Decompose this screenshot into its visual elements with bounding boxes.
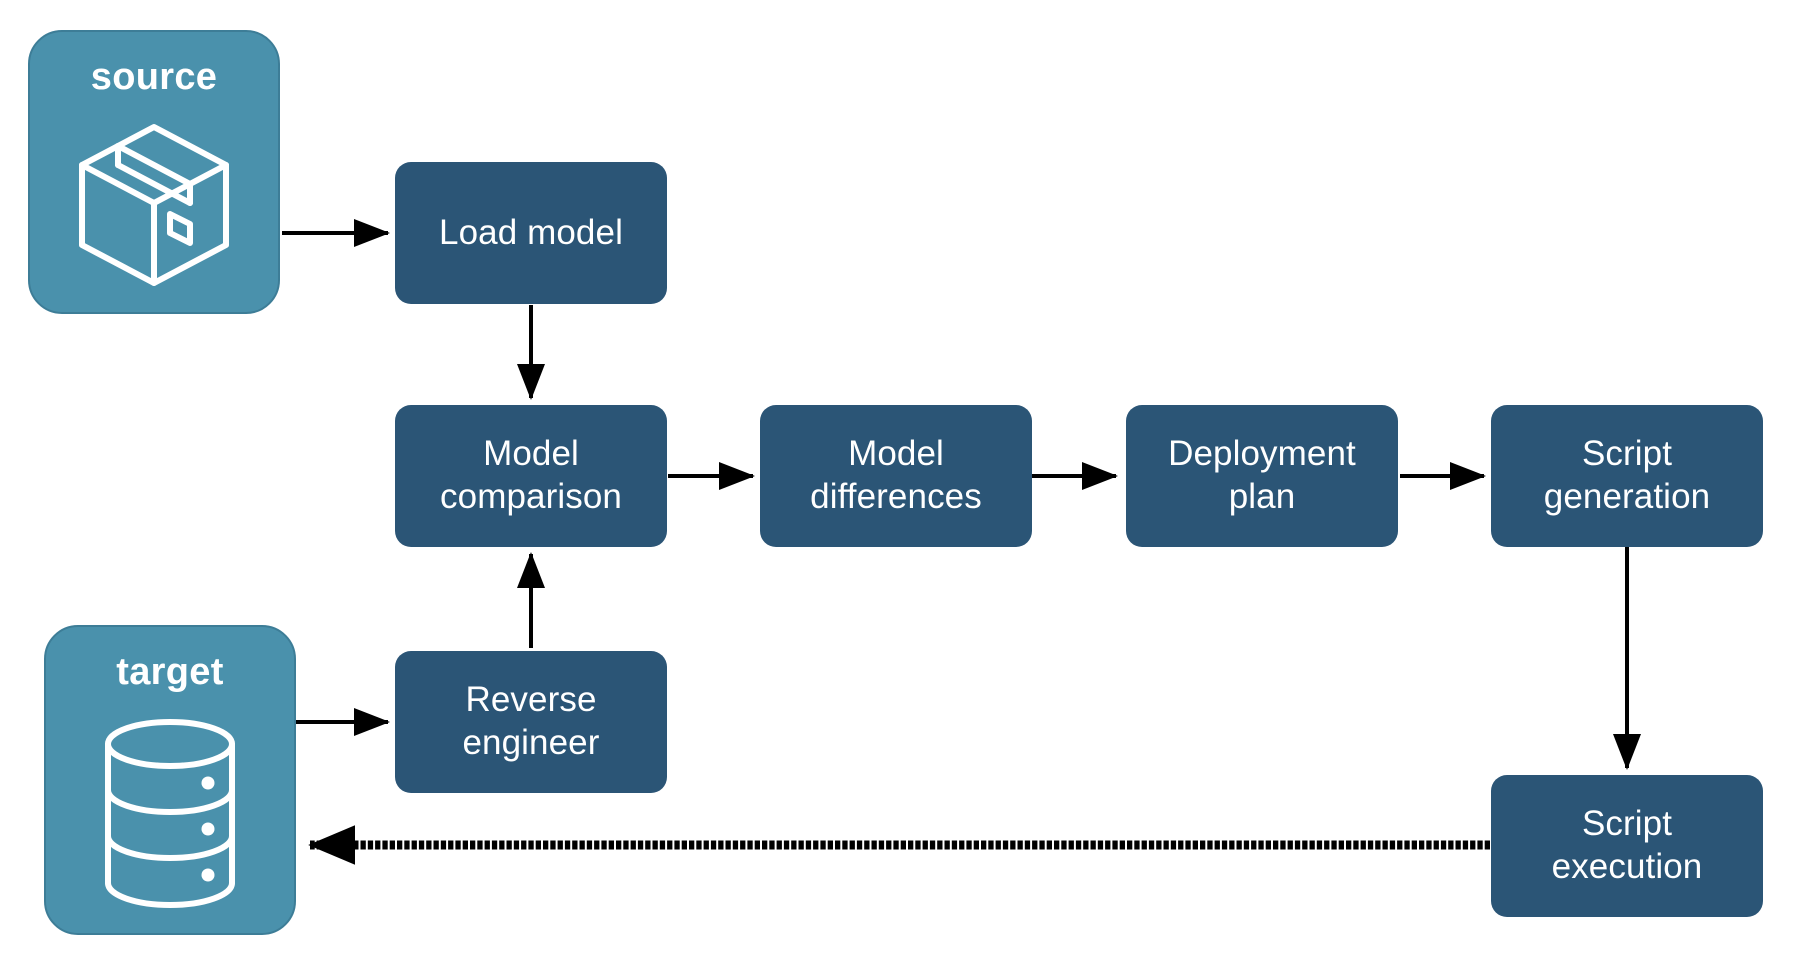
endpoint-source-label: source [90,56,218,98]
process-model-comparison-label: Model comparison [440,434,622,516]
process-model-differences-label: Model differences [810,434,982,516]
process-reverse-engineer[interactable]: Reverse engineer [395,651,667,793]
process-script-generation-label: Script generation [1543,434,1711,516]
process-script-generation[interactable]: Script generation [1491,405,1763,547]
process-script-execution[interactable]: Script execution [1491,775,1763,917]
process-deployment-plan-label: Deployment plan [1168,434,1356,516]
endpoint-source[interactable]: source [28,30,280,314]
process-load-model-label: Load model [439,212,623,252]
endpoint-target-label: target [116,651,224,693]
process-deployment-plan[interactable]: Deployment plan [1126,405,1398,547]
process-model-differences[interactable]: Model differences [760,405,1032,547]
package-box-icon [30,99,278,312]
process-reverse-engineer-label: Reverse engineer [462,680,600,762]
endpoint-target[interactable]: target [44,625,296,935]
process-model-comparison[interactable]: Model comparison [395,405,667,547]
process-script-execution-label: Script execution [1551,804,1703,886]
database-cylinder-icon [46,694,294,933]
process-load-model[interactable]: Load model [395,162,667,304]
